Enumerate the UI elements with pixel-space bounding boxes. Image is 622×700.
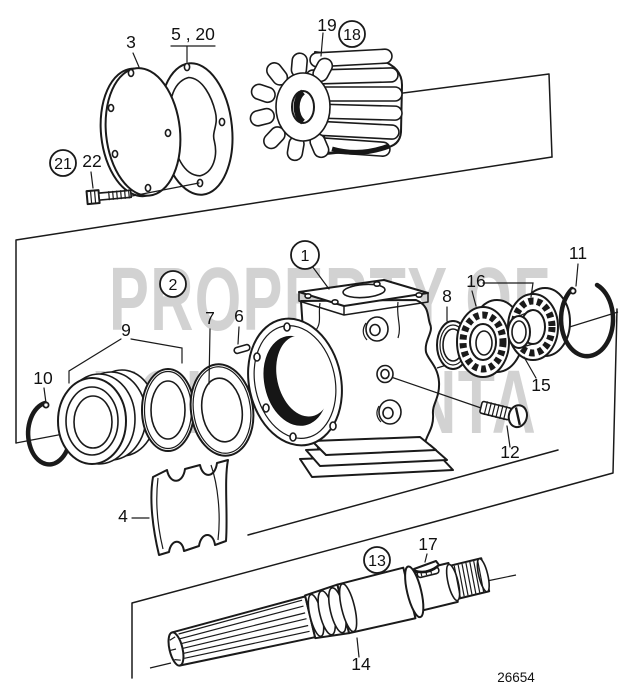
callout-5-20: 5 , 20 [171, 24, 215, 44]
callout-17: 17 [418, 534, 437, 554]
callout-15: 15 [531, 375, 550, 395]
shaft-centerline-left [149, 662, 172, 669]
impeller [249, 48, 403, 162]
cover-plate [99, 67, 182, 198]
callout-1-circled: 1 [290, 240, 320, 270]
callout-13-circled: 13 [363, 546, 391, 574]
svg-text:21: 21 [54, 156, 72, 173]
callout-2-circled: 2 [159, 270, 187, 298]
callout-19: 19 [317, 15, 336, 35]
callout-21-circled: 21 [49, 149, 77, 177]
callout-14: 14 [351, 654, 371, 674]
circlip-11 [558, 282, 616, 359]
seal-assembly [57, 368, 195, 465]
callout-9: 9 [121, 320, 131, 340]
drive-pin [233, 343, 251, 355]
svg-text:13: 13 [368, 553, 386, 570]
screw-12 [479, 400, 528, 429]
cover-screw [85, 189, 133, 206]
housing-top-flange [298, 279, 429, 316]
shaft-centerline-right [486, 574, 517, 582]
wear-washer [189, 363, 255, 457]
callout-12: 12 [500, 442, 519, 462]
housing-bosses [362, 316, 402, 425]
leader-lines [43, 32, 579, 658]
callout-4: 4 [118, 506, 128, 526]
callout-16: 16 [466, 271, 485, 291]
callouts: 3 5 , 20 19 22 11 16 8 9 7 6 10 15 12 4 … [33, 15, 587, 674]
drawing-number: 26654 [497, 670, 535, 685]
screw-alignment-line [131, 182, 200, 197]
woodruff-key [413, 560, 440, 574]
svg-text:2: 2 [169, 277, 178, 294]
housing-foot [299, 436, 454, 478]
callout-11: 11 [569, 243, 587, 263]
callout-18-circled: 18 [338, 20, 366, 48]
svg-text:18: 18 [343, 27, 361, 44]
callout-3: 3 [126, 32, 136, 52]
callout-6: 6 [234, 306, 244, 326]
pump-shaft [167, 557, 491, 667]
impeller-bore-shadow [293, 89, 306, 125]
bearing-rollers [459, 311, 507, 373]
callout-8: 8 [442, 286, 452, 306]
pump-housing [247, 279, 485, 478]
impeller-base-shadow [331, 143, 390, 155]
callout-22: 22 [82, 151, 101, 171]
callout-10: 10 [33, 368, 53, 388]
svg-text:1: 1 [301, 248, 310, 265]
screw12-alignment-line [390, 376, 485, 410]
callout-7: 7 [205, 308, 215, 328]
cam-plate [150, 459, 229, 556]
housing-flange [247, 317, 343, 447]
bearing-15 [507, 287, 571, 361]
